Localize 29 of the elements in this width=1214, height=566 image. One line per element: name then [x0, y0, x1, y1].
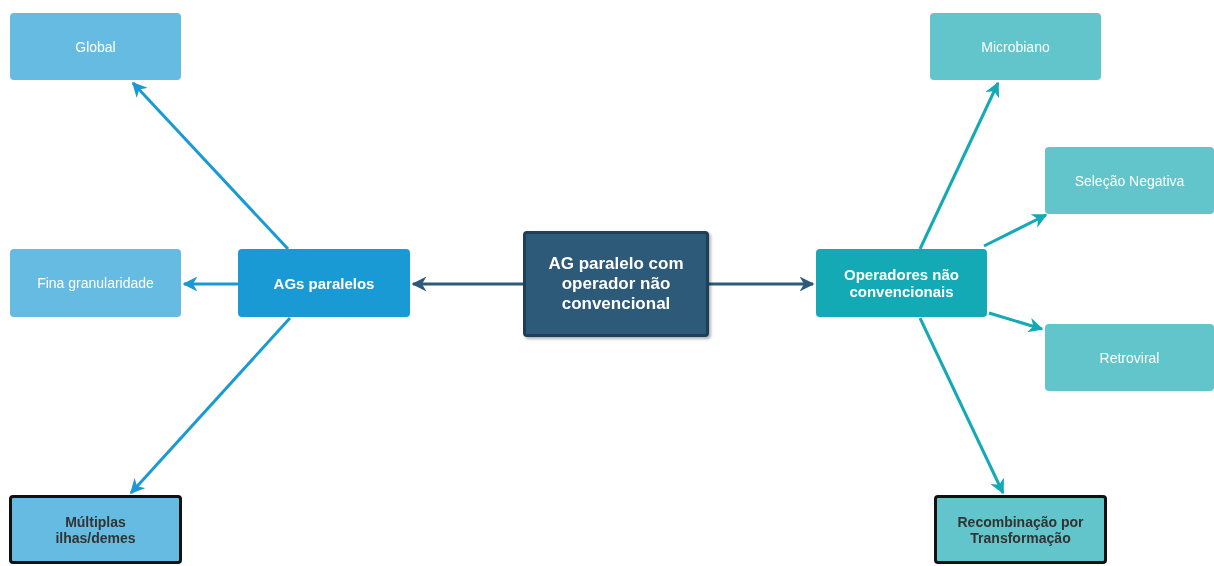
process-box	[523, 231, 709, 337]
arrow	[988, 311, 1044, 333]
node-label: AGs paralelos	[273, 274, 375, 292]
node-label: Retroviral	[1099, 349, 1160, 366]
node-label: Recombinação por Transformação	[956, 513, 1085, 546]
arrow	[918, 317, 1005, 495]
arrow	[918, 81, 1000, 250]
process-box	[9, 495, 182, 564]
arrow	[411, 276, 523, 292]
process-box	[238, 249, 410, 317]
arrow	[182, 276, 238, 292]
node-label: Fina granularidade	[37, 275, 154, 291]
process-box	[10, 249, 181, 317]
arrow	[709, 276, 815, 292]
node-label: Seleção Negativa	[1074, 172, 1185, 189]
process-box	[1045, 147, 1214, 214]
node-label: Múltiplas ilhas/demes	[54, 513, 137, 546]
node-label: Operadores não convencionais	[842, 266, 960, 300]
node-label: Microbiano	[981, 38, 1050, 55]
process-box	[934, 495, 1107, 564]
process-box	[816, 249, 987, 317]
node-label: Global	[75, 38, 116, 55]
process-box	[1045, 324, 1214, 391]
arrow	[129, 317, 292, 495]
node-label: AG paralelo com operador não convencional	[547, 254, 685, 314]
arrow	[983, 213, 1048, 248]
process-box	[930, 13, 1101, 80]
process-box	[10, 13, 181, 80]
arrow	[131, 81, 290, 251]
